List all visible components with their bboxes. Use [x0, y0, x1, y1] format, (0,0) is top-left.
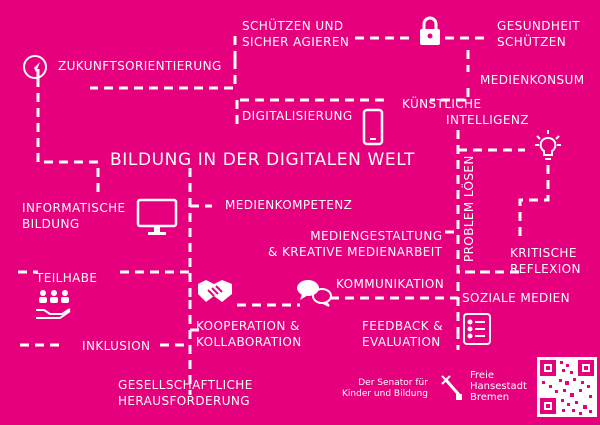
- node-informatische-line1: INFORMATISCHE: [22, 201, 126, 215]
- node-gesellschaftliche-herausforderung: GESELLSCHAFTLICHE HERAUSFORDERUNG: [118, 377, 253, 409]
- node-kommunikation: KOMMUNIKATION: [336, 277, 445, 291]
- node-mediengestaltung-line2: & KREATIVE MEDIENARBEIT: [268, 245, 443, 259]
- node-ki-line2: INTELLIGENZ: [446, 113, 529, 127]
- qr-code[interactable]: [537, 357, 597, 417]
- bremen-line1: Freie: [470, 370, 494, 381]
- node-kritische-reflexion: KRITISCHE REFLEXION: [510, 245, 581, 277]
- handshake-icon: [198, 280, 232, 302]
- node-informatische-line2: BILDUNG: [22, 217, 80, 231]
- node-gesellschaft-line2: HERAUSFORDERUNG: [118, 394, 250, 408]
- chat-bubbles-icon: [297, 280, 332, 307]
- node-kooperation-line1: KOOPERATION &: [196, 319, 300, 333]
- node-informatische-bildung: INFORMATISCHE BILDUNG: [22, 200, 126, 232]
- checklist-icon: [463, 313, 491, 345]
- node-gesundheit-line2: SCHÜTZEN: [497, 35, 567, 49]
- diagram-title: BILDUNG IN DER DIGITALEN WELT: [110, 150, 415, 170]
- node-teilhabe: TEILHABE: [36, 271, 98, 285]
- node-feedback-line2: EVALUATION: [362, 335, 441, 349]
- senator-line1: Der Senator für: [358, 378, 428, 388]
- people-hand-icon: [36, 290, 71, 319]
- node-gesundheit: GESUNDHEIT SCHÜTZEN: [497, 18, 580, 50]
- node-kuenstliche-intelligenz: KÜNSTLICHE INTELLIGENZ: [398, 96, 529, 128]
- node-gesundheit-line1: GESUNDHEIT: [497, 19, 580, 33]
- bremen-line3: Bremen: [470, 392, 510, 403]
- node-zukunftsorientierung: ZUKUNFTSORIENTIERUNG: [58, 59, 222, 73]
- node-medienkonsum: MEDIENKONSUM: [480, 73, 585, 87]
- node-schuetzen-line2: SICHER AGIEREN: [242, 35, 350, 49]
- node-ki-line1: KÜNSTLICHE: [402, 97, 482, 111]
- node-kooperation: KOOPERATION & KOLLABORATION: [196, 318, 302, 350]
- node-feedback-line1: FEEDBACK &: [362, 319, 443, 333]
- node-mediengestaltung: MEDIENGESTALTUNG & KREATIVE MEDIENARBEIT: [268, 228, 442, 260]
- monitor-icon: [136, 198, 178, 235]
- senator-label: Der Senator für Kinder und Bildung: [342, 378, 428, 400]
- node-mediengestaltung-line1: MEDIENGESTALTUNG: [310, 229, 443, 243]
- node-inklusion: INKLUSION: [82, 339, 151, 353]
- node-soziale-medien: SOZIALE MEDIEN: [462, 291, 570, 305]
- compass-icon: [23, 55, 47, 79]
- senator-line2: Kinder und Bildung: [342, 389, 428, 399]
- qr-code-pattern: [540, 360, 594, 415]
- node-medienkompetenz: MEDIENKOMPETENZ: [225, 198, 353, 212]
- node-schuetzen-line1: SCHÜTZEN UND: [242, 19, 344, 33]
- smartphone-icon: [362, 108, 384, 146]
- node-schuetzen: SCHÜTZEN UND SICHER AGIEREN: [242, 18, 349, 50]
- node-gesellschaft-line1: GESELLSCHAFTLICHE: [118, 378, 253, 392]
- bremen-logo-text: Freie Hansestadt Bremen: [470, 370, 527, 403]
- bremen-line2: Hansestadt: [470, 381, 527, 392]
- bremen-key-icon: [441, 375, 462, 400]
- node-kritische-line2: REFLEXION: [510, 262, 581, 276]
- node-kooperation-line2: KOLLABORATION: [196, 335, 302, 349]
- node-feedback: FEEDBACK & EVALUATION: [362, 318, 443, 350]
- node-digitalisierung: DIGITALISIERUNG: [242, 109, 353, 123]
- lock-icon: [420, 16, 440, 45]
- node-kritische-line1: KRITISCHE: [510, 246, 577, 260]
- lightbulb-icon: [535, 130, 561, 160]
- node-problem-loesen: PROBLEM LÖSEN: [462, 155, 476, 262]
